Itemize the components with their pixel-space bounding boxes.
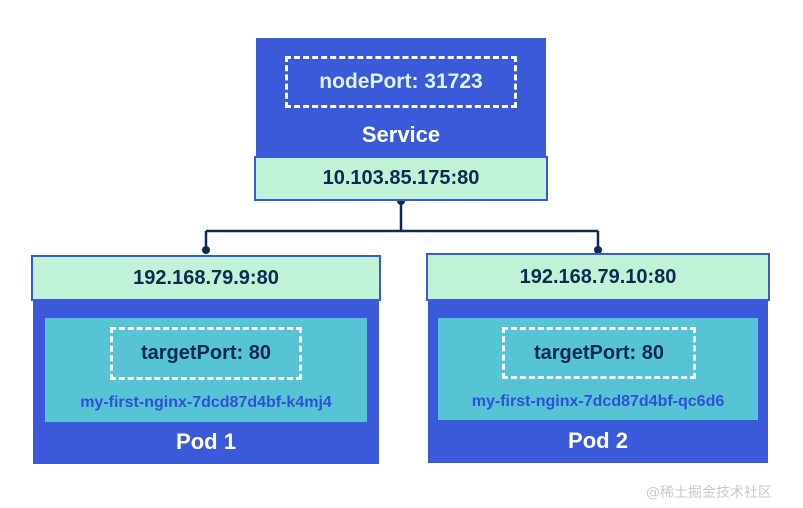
service-block: nodePort: 31723 Service: [256, 38, 546, 158]
pod2-label: Pod 2: [568, 428, 628, 453]
service-cluster-ip: 10.103.85.175:80: [254, 156, 548, 201]
pod2-ip: 192.168.79.10:80: [426, 253, 770, 301]
service-label: Service: [361, 122, 441, 147]
pod1-name: my-first-nginx-7dcd87d4bf-k4mj4: [80, 394, 332, 411]
connector-dot-pod1: [202, 246, 210, 254]
pod2-inner: targetPort: 80 my-first-nginx-7dcd87d4bf…: [438, 318, 758, 420]
watermark: @稀土掘金技术社区: [646, 485, 772, 501]
pod2-target-port: targetPort: 80: [502, 327, 696, 379]
pod1-target-port: targetPort: 80: [110, 327, 302, 380]
pod1-block: targetPort: 80 my-first-nginx-7dcd87d4bf…: [33, 301, 379, 464]
pod1-label: Pod 1: [176, 429, 236, 454]
pod1-ip: 192.168.79.9:80: [31, 255, 381, 301]
pod2-name: my-first-nginx-7dcd87d4bf-qc6d6: [471, 393, 725, 410]
pod2-block: targetPort: 80 my-first-nginx-7dcd87d4bf…: [428, 301, 768, 463]
pod1-inner: targetPort: 80 my-first-nginx-7dcd87d4bf…: [45, 318, 367, 422]
connector-dot-pod2: [594, 246, 602, 254]
service-node-port: nodePort: 31723: [285, 56, 517, 108]
